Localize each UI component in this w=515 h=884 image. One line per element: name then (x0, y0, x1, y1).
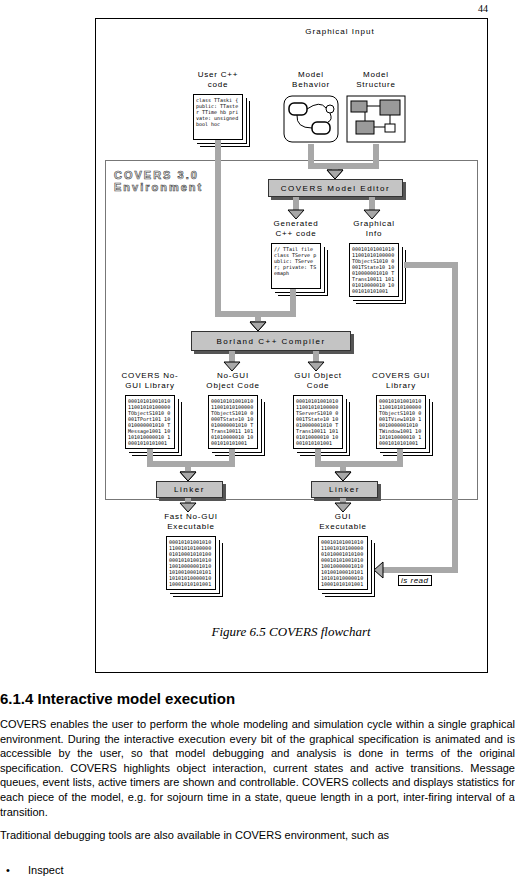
box-label: Linker (174, 485, 205, 494)
figure-frame (96, 19, 488, 673)
file-content: class TTaski { public: TTaster TTime hb … (193, 94, 243, 140)
transition-line (297, 115, 312, 128)
flow-arrow (180, 498, 196, 512)
state-symbol (312, 122, 330, 134)
file-label: COVERS GUI Library (367, 371, 435, 393)
structure-block (356, 121, 374, 134)
file-label: COVERS No-GUI Library (114, 371, 186, 393)
process-box: Linker (156, 481, 223, 498)
figure-caption: Figure 6.5 COVERS flowchart (95, 624, 487, 640)
file-content: 00010101001010 11001010100000 0101000101… (166, 536, 216, 590)
process-box: Borland C++ Compiler (191, 331, 351, 351)
arrow-head (180, 503, 196, 512)
file-content: 00010101001010 11001010100000 TObjectS10… (349, 243, 399, 297)
structure-frame (347, 96, 405, 142)
file-label: User C++ code (188, 70, 248, 92)
state-symbol (289, 103, 307, 115)
structure-wire (365, 106, 390, 127)
process-box: COVERS Model Editor (268, 179, 403, 197)
file-label: GUI Object Code (287, 371, 349, 393)
bullet-mark: • (6, 864, 18, 876)
file-label: GUI Executable (312, 512, 374, 534)
input-picture: Model Behavior (280, 70, 342, 144)
box-label: COVERS Model Editor (281, 184, 390, 193)
file-document: No-GUI Object Code00010101001010 1100101… (202, 371, 264, 449)
file-label: No-GUI Object Code (202, 371, 264, 393)
picture-frame (282, 94, 340, 144)
file-content: // TTail file class TServe public: TServ… (271, 243, 321, 289)
file-content: 00010101001010 11001010100000 TServerS10… (293, 395, 343, 449)
file-document: Generated C++ code// TTail file class TS… (266, 219, 326, 289)
section-heading: 6.1.4 Interactive model execution (0, 690, 515, 707)
file-document: Fast No-GUI Executable00010101001010 110… (158, 512, 224, 590)
input-label: Model Behavior (280, 70, 342, 92)
bullet-item: Inspect (28, 864, 228, 876)
transition-line (328, 113, 331, 122)
environment-band: COVERS 3.0 EnvironmentCOVERS Model Edito… (105, 160, 478, 500)
state-symbol (326, 105, 334, 113)
input-label: Model Structure (345, 70, 407, 92)
flow-arrow (335, 498, 351, 512)
process-box: Linker (311, 481, 378, 498)
arrow-head (335, 503, 351, 512)
page-number: 44 (478, 3, 508, 14)
file-document: GUI Object Code00010101001010 1100101010… (287, 371, 349, 449)
file-content: 00010101001010 11001010100000 TObjectS10… (208, 395, 258, 449)
file-label: Generated C++ code (266, 219, 326, 241)
file-label: Graphical Info (344, 219, 404, 241)
box-label: Borland C++ Compiler (216, 337, 325, 346)
structure-block (380, 100, 400, 115)
structure-block (385, 124, 395, 132)
file-content: 00010101001010 11001010100000 0101000101… (318, 536, 368, 590)
file-content: 00010101001010 11001010100000 TObjectS10… (376, 395, 426, 449)
file-document: Graphical Info00010101001010 11001010100… (344, 219, 404, 297)
body-paragraph: Traditional debugging tools are also ava… (0, 828, 515, 843)
structure-block (351, 101, 367, 112)
file-label: Fast No-GUI Executable (158, 512, 224, 534)
behavior-frame (284, 96, 338, 142)
band-heading: COVERS 3.0 Environment (114, 169, 226, 193)
arrow-head (374, 562, 383, 578)
transition-line (307, 104, 326, 109)
body-paragraph: COVERS enables the user to perform the w… (0, 717, 515, 819)
file-document: GUI Executable00010101001010 11001010100… (312, 512, 374, 590)
input-document: User C++ codeclass TTaski { public: TTas… (188, 70, 248, 140)
input-picture: Model Structure (345, 70, 407, 144)
file-content: 00010101001010 11001010100000 TObjectS10… (125, 395, 175, 449)
edge-label: is read (398, 575, 432, 586)
file-document: COVERS GUI Library00010101001010 1100101… (367, 371, 435, 449)
file-document: COVERS No-GUI Library00010101001010 1100… (114, 371, 186, 449)
picture-frame (347, 94, 405, 144)
box-label: Linker (329, 485, 360, 494)
group-heading: Graphical Input (290, 27, 390, 36)
